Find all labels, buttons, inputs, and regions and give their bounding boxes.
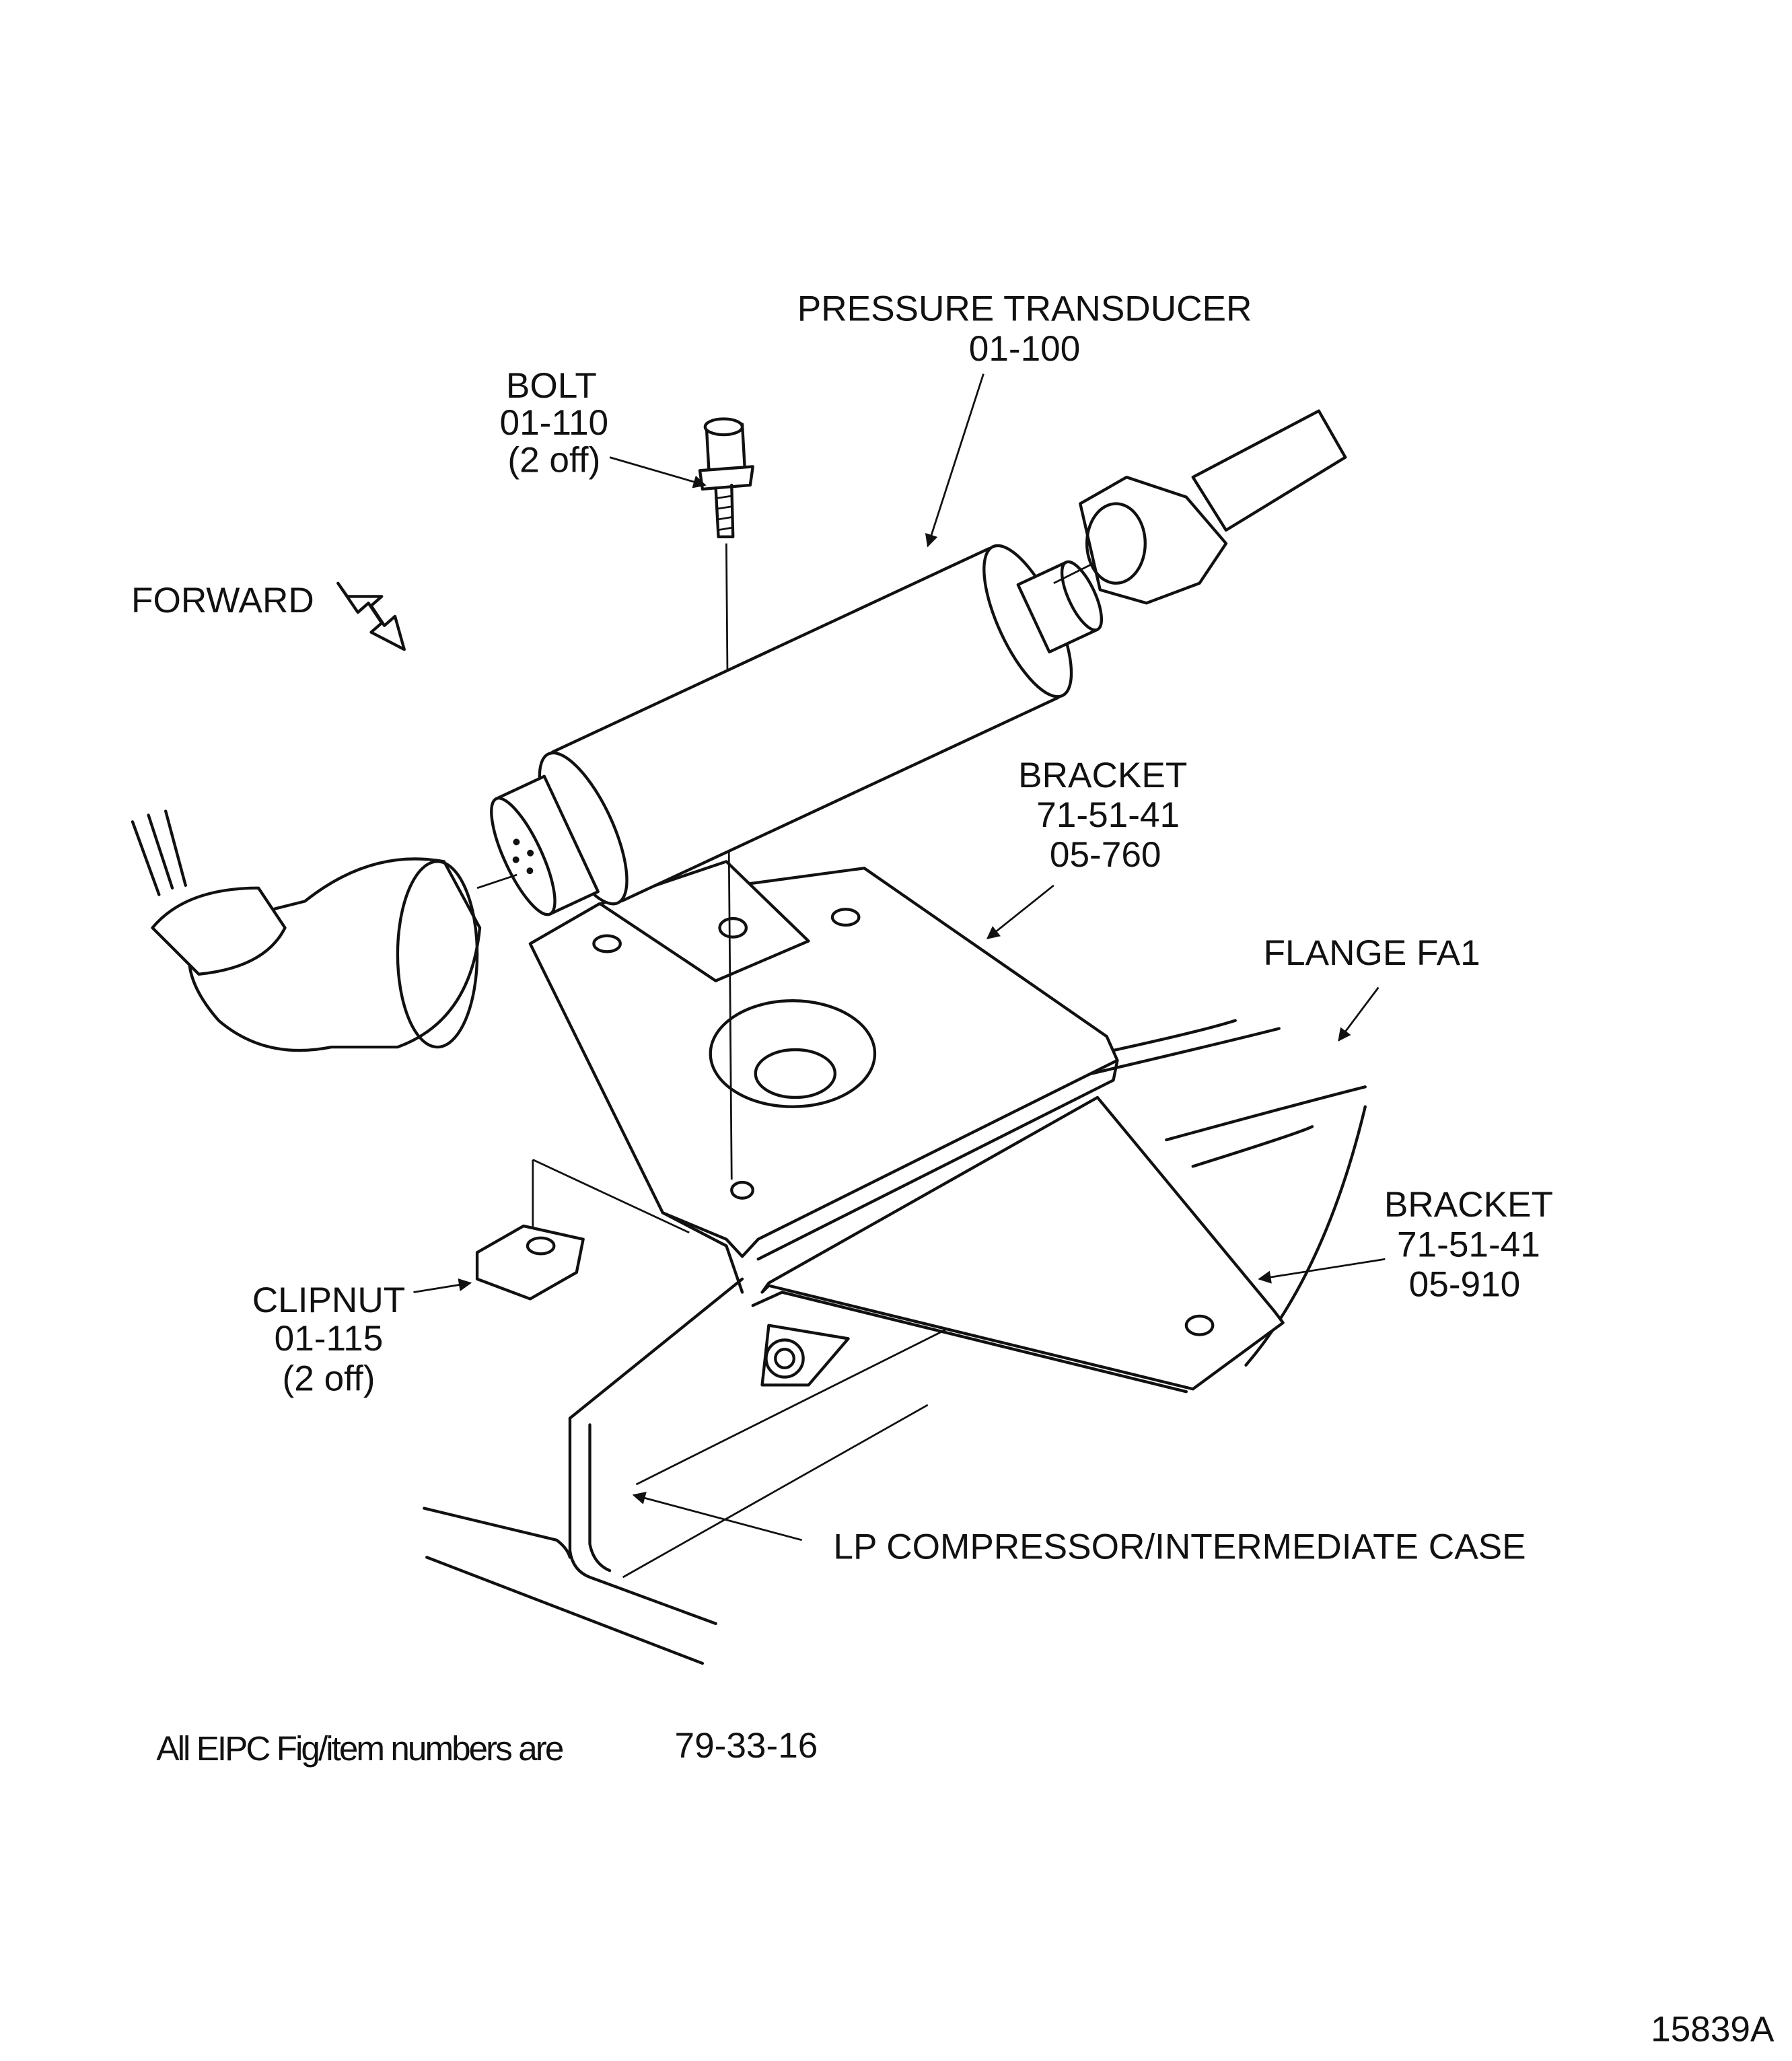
bracket-lower-ref: 05-910 xyxy=(1409,1264,1521,1304)
bracket-lower-chapter: 71-51-41 xyxy=(1397,1225,1540,1264)
bracket-05-910 xyxy=(751,1095,1285,1394)
case-label: LP COMPRESSOR/INTERMEDIATE CASE xyxy=(833,1527,1526,1566)
bolt-ref: 01-110 xyxy=(500,403,609,443)
electrical-connector xyxy=(131,809,517,1052)
pressure-transducer xyxy=(490,544,1104,916)
clipnut-ref: 01-115 xyxy=(275,1319,384,1359)
figure-id: 15839A xyxy=(1651,2009,1775,2049)
transducer-ref: 01-100 xyxy=(969,329,1081,369)
footer-note: All EIPC Fig/item numbers are xyxy=(156,1729,563,1768)
pipe-nut xyxy=(1053,409,1347,605)
bracket-upper-ref: 05-760 xyxy=(1050,835,1161,875)
clipnut-label: CLIPNUT xyxy=(252,1280,406,1320)
bolt-label: BOLT xyxy=(506,366,597,406)
bracket-upper-leader-arrow xyxy=(986,884,1054,939)
clipnut-part xyxy=(475,1159,690,1301)
forward-arrow-icon xyxy=(336,581,406,651)
case-leader-arrow xyxy=(632,1492,803,1542)
footer-number: 79-33-16 xyxy=(675,1726,818,1766)
bracket-lower-label: BRACKET xyxy=(1384,1185,1553,1225)
bolt-leader-arrow xyxy=(609,456,707,489)
flange-leader-arrow xyxy=(1338,986,1379,1042)
transducer-leader-arrow xyxy=(925,373,984,548)
bracket-lower-leader-arrow xyxy=(1258,1258,1386,1284)
lp-compressor-case xyxy=(423,1277,955,1665)
bracket-upper-chapter: 71-51-41 xyxy=(1036,795,1180,835)
forward-label: FORWARD xyxy=(131,581,314,620)
clipnut-qty: (2 off) xyxy=(283,1359,375,1398)
transducer-label: PRESSURE TRANSDUCER xyxy=(797,289,1252,329)
bolt-part xyxy=(698,417,754,538)
flange-fa1 xyxy=(1065,1019,1367,1367)
bolt-leader xyxy=(725,543,733,1180)
bracket-05-760 xyxy=(528,860,1119,1294)
flange-label: FLANGE FA1 xyxy=(1264,933,1480,973)
bracket-upper-label: BRACKET xyxy=(1018,756,1187,795)
clipnut-leader-arrow xyxy=(413,1278,472,1293)
bolt-qty: (2 off) xyxy=(507,440,600,480)
